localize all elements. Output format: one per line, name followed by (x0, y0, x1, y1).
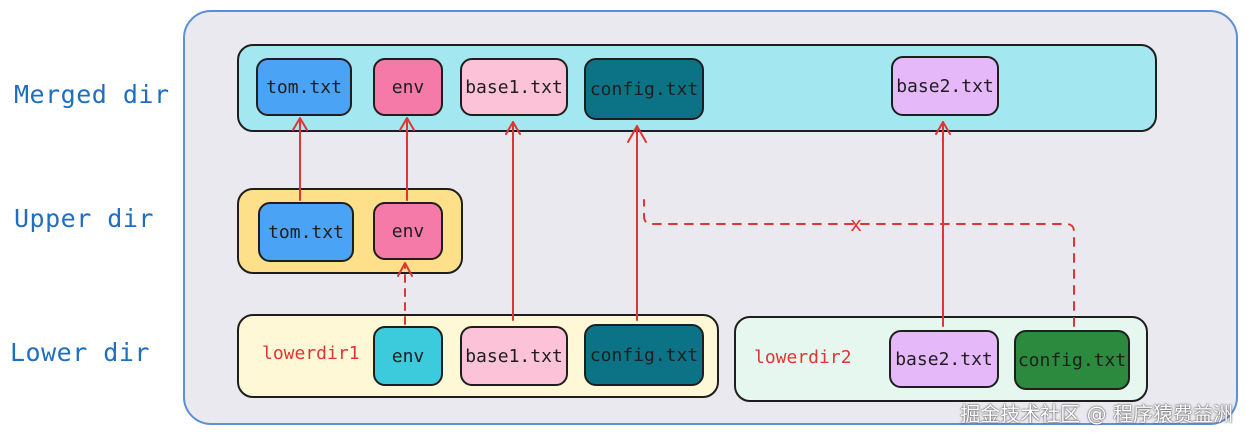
merged-env-file: env (373, 58, 443, 116)
merged-base1-file: base1.txt (460, 58, 568, 116)
upper-env-file: env (373, 202, 443, 260)
lowerdir1-base1-file: base1.txt (460, 326, 568, 386)
lowerdir1-name: lowerdir1 (262, 343, 360, 364)
merged-base2-file: base2.txt (891, 56, 999, 116)
merged-config-file: config.txt (584, 58, 704, 120)
upper-dir-label: Upper dir (14, 204, 154, 233)
lowerdir1-config-file: config.txt (584, 324, 704, 386)
lowerdir1-env-file: env (373, 326, 443, 386)
merged-dir-label: Merged dir (14, 80, 170, 109)
lowerdir2-name: lowerdir2 (754, 347, 852, 368)
upper-tom-file: tom.txt (258, 202, 354, 262)
lowerdir2-config-file: config.txt (1014, 330, 1130, 390)
lowerdir2-base2-file: base2.txt (889, 330, 999, 388)
lower-dir-label: Lower dir (10, 338, 150, 367)
watermark: 掘金技术社区 @ 程序猿费益洲 (960, 402, 1233, 426)
merged-tom-file: tom.txt (256, 58, 352, 116)
